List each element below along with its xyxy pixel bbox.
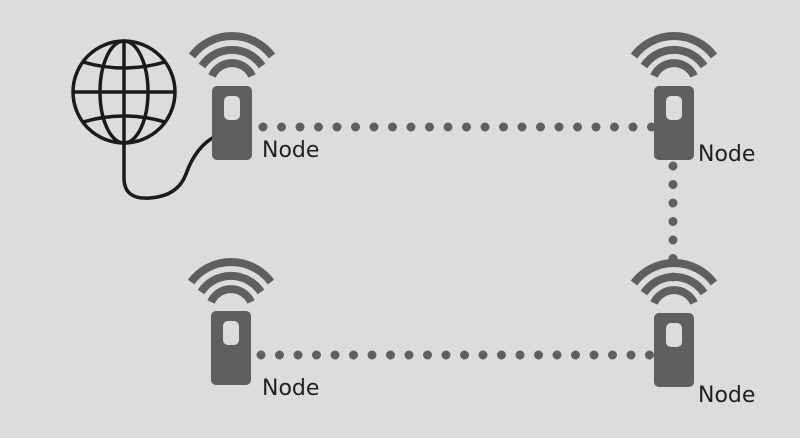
plug-in-extender-icon: [211, 311, 251, 385]
node-top-left: Node: [188, 32, 319, 163]
internet-cable: [122, 134, 218, 200]
links: [256, 122, 678, 360]
plug-in-extender-icon: [654, 313, 694, 387]
wifi-signal-icon: [630, 32, 718, 78]
wifi-signal-icon: [630, 259, 718, 305]
wifi-signal-icon: [187, 258, 275, 304]
node-bottom-right: Node: [630, 259, 755, 408]
wifi-signal-icon: [188, 32, 276, 78]
node-label: Node: [262, 376, 319, 401]
node-top-right: Node: [630, 32, 755, 167]
node-bottom-left: Node: [187, 258, 319, 401]
node-label: Node: [262, 138, 319, 163]
plug-in-extender-icon: [654, 86, 694, 160]
plug-in-extender-icon: [212, 86, 252, 160]
node-label: Node: [698, 142, 755, 167]
globe-icon: [71, 39, 177, 145]
node-label: Node: [698, 383, 755, 408]
